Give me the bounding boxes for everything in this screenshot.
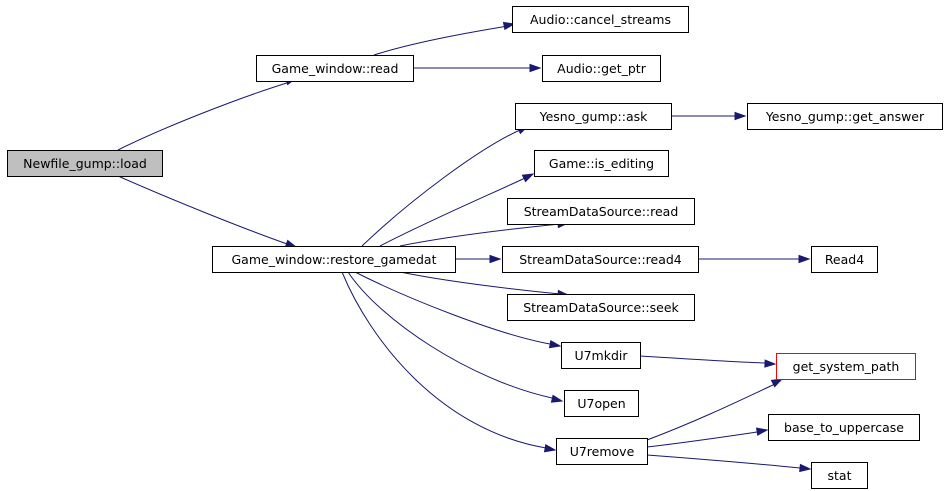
node-label: Audio::get_ptr: [557, 61, 647, 76]
node-u7remove[interactable]: U7remove: [556, 438, 648, 465]
arrowhead-icon: [548, 339, 562, 349]
node-label: U7remove: [570, 444, 635, 459]
node-u7mkdir[interactable]: U7mkdir: [561, 342, 641, 369]
node-label: StreamDataSource::seek: [523, 300, 679, 315]
edge-u7mkdir-to-get_system_path: [639, 355, 777, 368]
edge-u7remove-to-stat: [646, 454, 812, 473]
node-yesno-ask[interactable]: Yesno_gump::ask: [515, 103, 672, 130]
arrowhead-icon: [502, 21, 516, 31]
node-label: Audio::cancel_streams: [530, 12, 671, 27]
node-read4[interactable]: Read4: [811, 246, 878, 273]
arrowhead-icon: [799, 463, 812, 473]
node-yesno-get-answer[interactable]: Yesno_gump::get_answer: [747, 103, 943, 130]
node-game-is-editing[interactable]: Game::is_editing: [534, 150, 669, 177]
edge-line: [639, 355, 766, 364]
edge-gw_restore-to-sds_seek: [399, 271, 570, 299]
edge-line: [341, 271, 547, 449]
edge-newfile_load-to-gw_restore: [117, 175, 298, 248]
node-label: U7open: [577, 396, 625, 411]
edge-line: [117, 175, 291, 246]
edge-line: [347, 271, 553, 399]
node-label: Yesno_gump::ask: [539, 109, 649, 124]
node-label: U7mkdir: [574, 348, 628, 363]
node-box: [542, 55, 661, 82]
edge-gw_restore-to-sds_read4: [455, 254, 502, 264]
node-u7open[interactable]: U7open: [564, 390, 639, 417]
edge-newfile_load-to-gw_read: [117, 77, 298, 151]
node-box: [768, 414, 920, 441]
arrowhead-icon: [770, 378, 784, 388]
node-stat[interactable]: stat: [811, 462, 868, 489]
edge-gw_restore-to-u7open: [347, 271, 564, 403]
node-box: [212, 246, 456, 273]
edge-line: [117, 81, 291, 151]
node-box: [556, 438, 648, 465]
edge-line: [354, 271, 551, 345]
edge-line: [399, 271, 561, 295]
arrowhead-icon: [734, 111, 747, 121]
node-base-to-uppercase[interactable]: base_to_uppercase: [768, 414, 920, 441]
node-label: stat: [828, 468, 852, 483]
node-box: [534, 150, 669, 177]
arrowhead-icon: [764, 359, 777, 368]
node-box: [7, 150, 163, 177]
edge-u7remove-to-get_system_path: [646, 378, 784, 441]
node-label: Yesno_gump::get_answer: [765, 109, 925, 124]
node-box: [564, 390, 639, 417]
edge-sds_read4-to-read4: [698, 254, 811, 264]
node-box: [561, 342, 641, 369]
node-box: [515, 103, 672, 130]
node-box: [776, 353, 916, 380]
node-audio-get-ptr[interactable]: Audio::get_ptr: [542, 55, 661, 82]
edge-gw_restore-to-u7remove: [341, 271, 557, 453]
arrowhead-icon: [550, 394, 564, 403]
node-box: [507, 294, 695, 321]
edge-u7remove-to-base_to_uppercase: [646, 427, 769, 448]
edge-gw_read-to-audio_get_ptr: [413, 63, 542, 73]
edge-yesno_ask-to-yesno_get_answer: [671, 111, 747, 121]
edge-line: [373, 25, 509, 56]
node-box: [747, 103, 943, 130]
edge-line: [646, 454, 801, 469]
arrowhead-icon: [529, 63, 542, 73]
node-box: [256, 55, 414, 82]
node-gw-read[interactable]: Game_window::read: [256, 55, 414, 82]
edge-line: [646, 431, 758, 448]
edge-gw_restore-to-u7mkdir: [354, 271, 562, 349]
node-label: Game::is_editing: [549, 156, 654, 171]
node-gw-restore[interactable]: Game_window::restore_gamedat: [212, 246, 456, 273]
edge-line: [646, 383, 776, 441]
node-get-system-path[interactable]: get_system_path: [776, 353, 916, 380]
edge-gw_restore-to-game_is_editing: [379, 173, 535, 247]
node-label: Game_window::restore_gamedat: [231, 252, 436, 267]
edge-line: [399, 223, 561, 247]
node-audio-cancel[interactable]: Audio::cancel_streams: [512, 6, 689, 33]
edge-line: [361, 129, 521, 247]
node-sds-read4[interactable]: StreamDataSource::read4: [502, 246, 699, 273]
arrowhead-icon: [798, 254, 811, 264]
arrowhead-icon: [543, 444, 557, 453]
node-label: Game_window::read: [272, 61, 399, 76]
node-label: Newfile_gump::load: [23, 156, 147, 171]
edge-gw_read-to-audio_cancel: [373, 21, 516, 56]
node-label: Read4: [825, 252, 864, 267]
arrowhead-icon: [521, 173, 535, 183]
node-box: [811, 462, 868, 489]
node-label: StreamDataSource::read: [524, 204, 679, 219]
node-sds-seek[interactable]: StreamDataSource::seek: [507, 294, 695, 321]
edge-line: [379, 177, 526, 247]
node-label: StreamDataSource::read4: [519, 252, 682, 267]
node-sds-read[interactable]: StreamDataSource::read: [507, 198, 695, 225]
arrowhead-icon: [489, 254, 502, 264]
node-label: base_to_uppercase: [784, 420, 904, 435]
edge-gw_restore-to-yesno_ask: [361, 125, 530, 247]
node-box: [811, 246, 878, 273]
node-box: [512, 6, 689, 33]
node-box: [507, 198, 695, 225]
node-box: [502, 246, 699, 273]
node-newfile-load[interactable]: Newfile_gump::load: [7, 150, 163, 177]
arrowhead-icon: [755, 427, 769, 436]
node-label: get_system_path: [793, 359, 900, 374]
